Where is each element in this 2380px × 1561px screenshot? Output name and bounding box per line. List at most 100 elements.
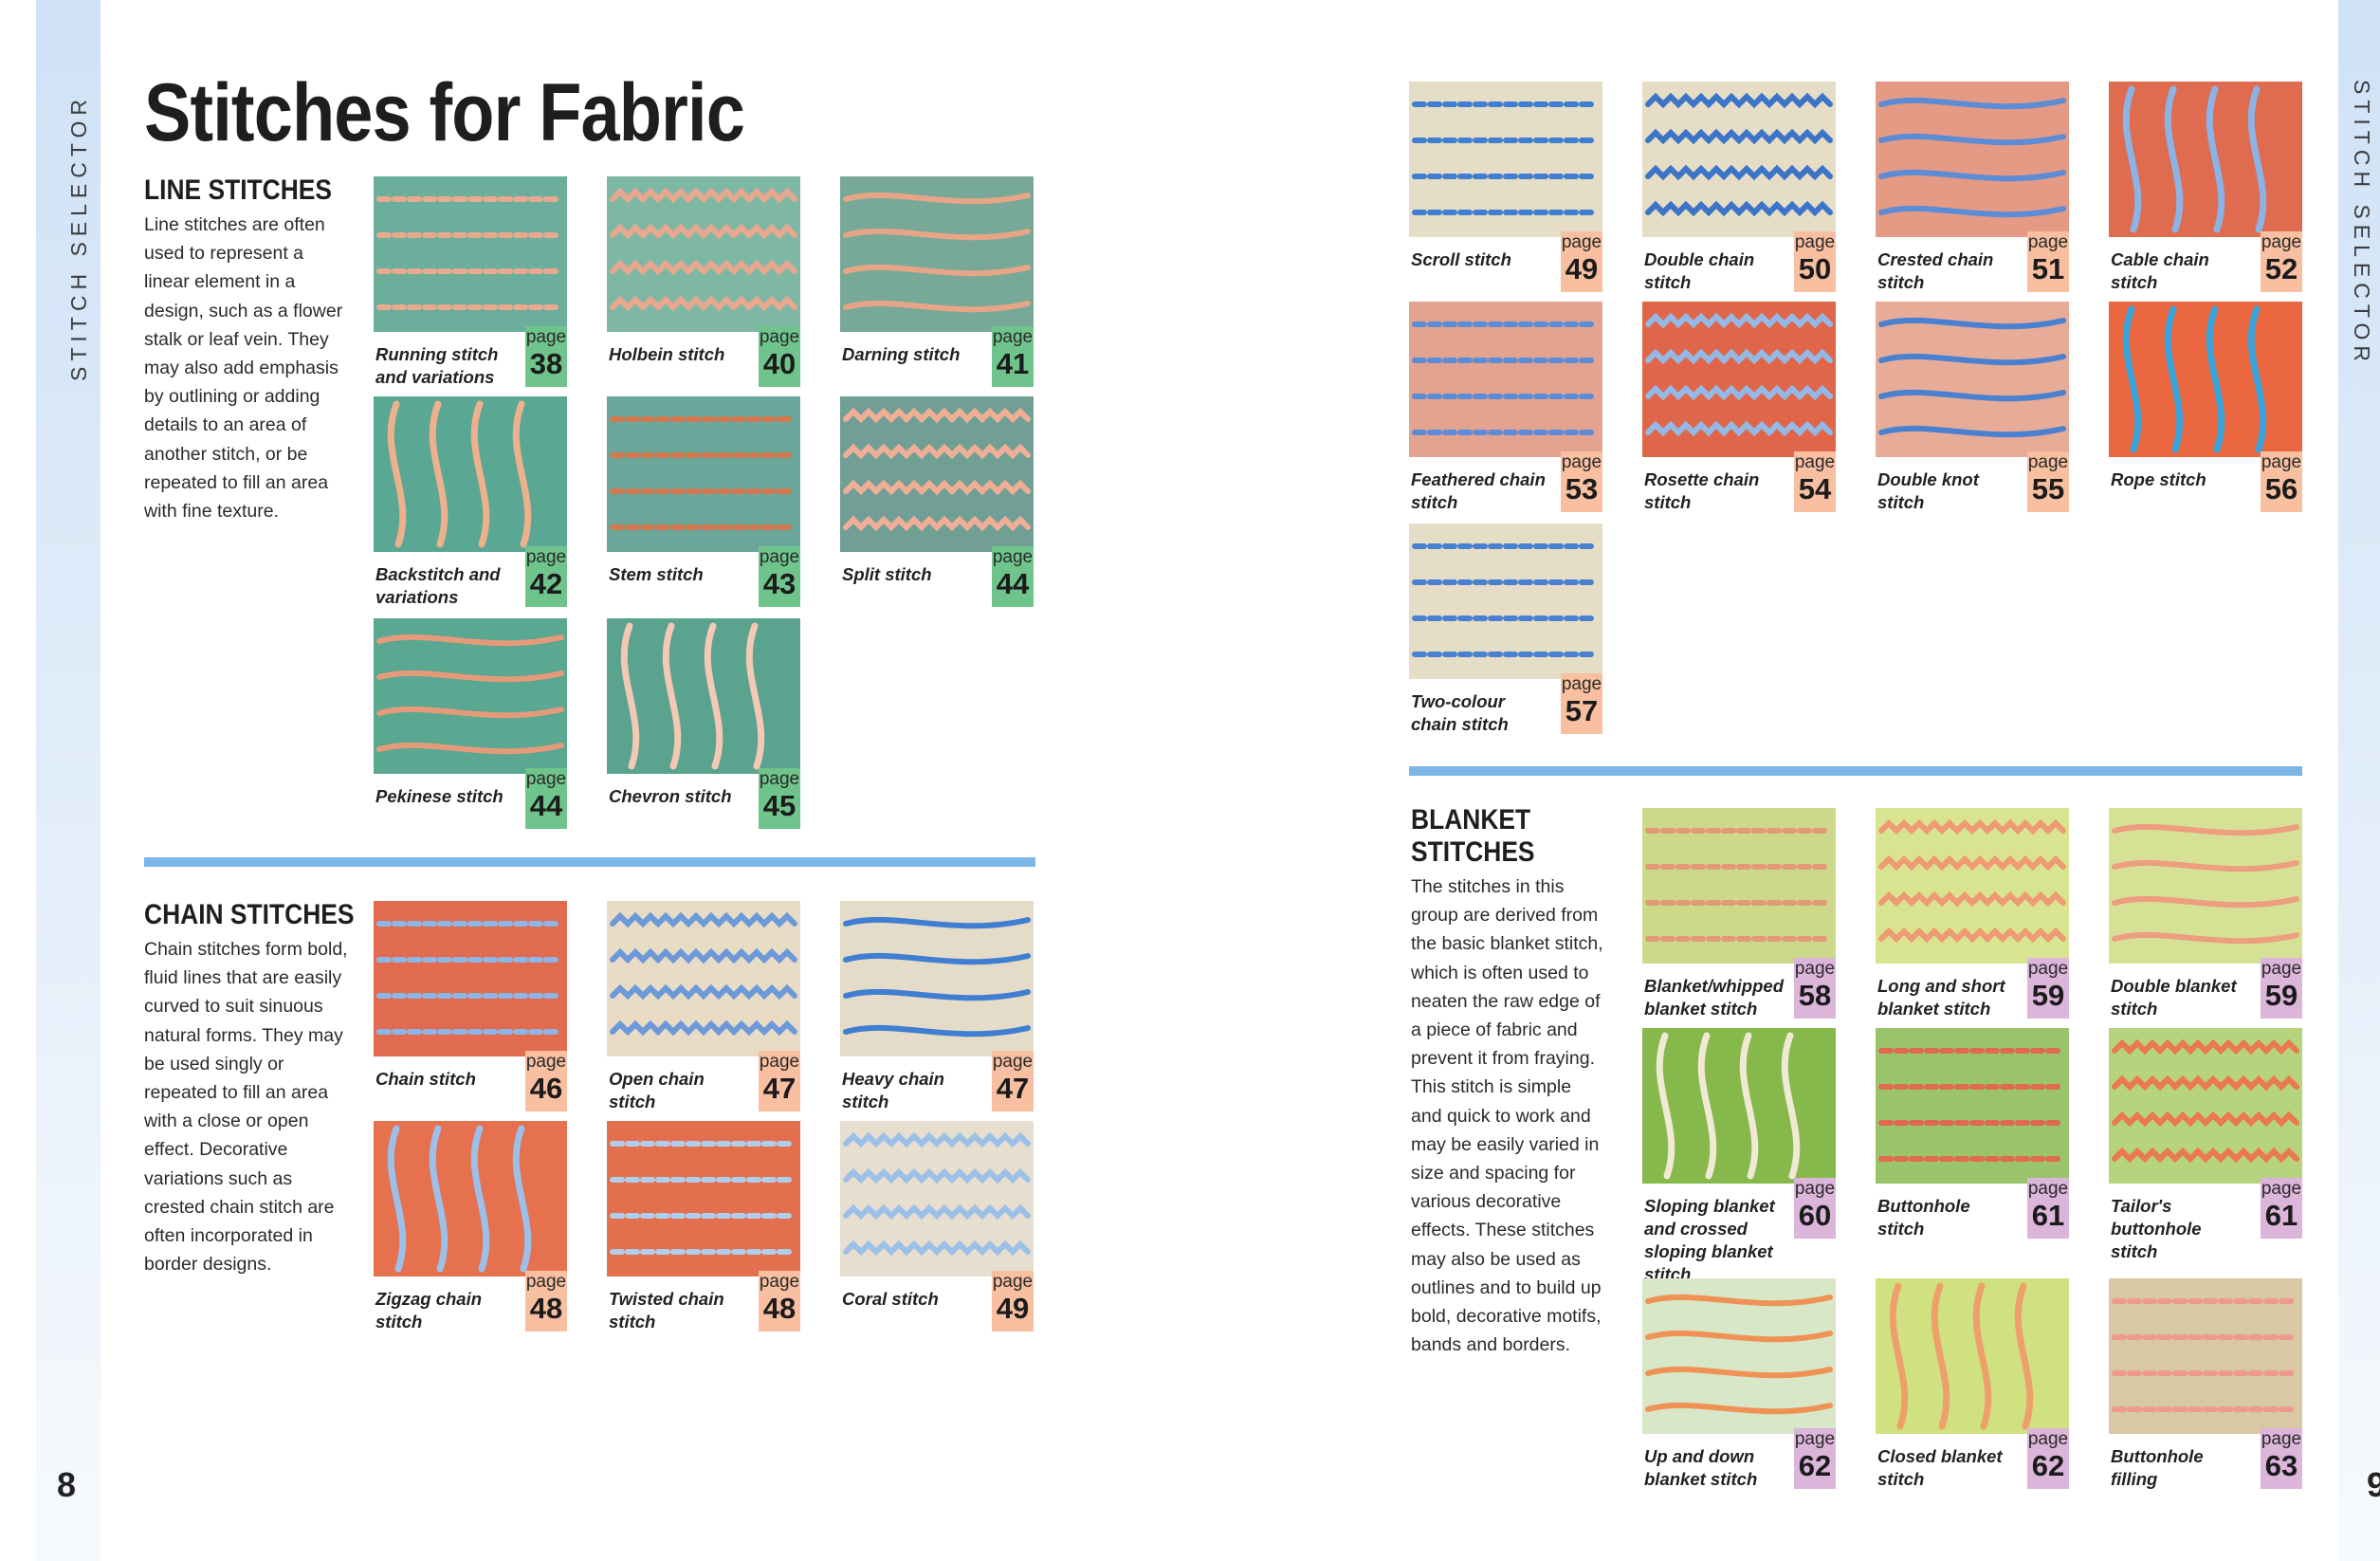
stitch-sample-image (607, 618, 800, 774)
page-title: Stitches for Fabric (144, 67, 745, 158)
page-reference-label: page (2261, 1429, 2302, 1449)
page-reference-label: page (992, 547, 1034, 567)
page-reference-label: page (1794, 1179, 1836, 1199)
stitch-name: Rosette chain stitch (1644, 469, 1760, 512)
thread-line (1739, 1032, 1759, 1180)
thread-line (1878, 818, 2066, 836)
page-reference-number: 54 (1798, 472, 1832, 505)
stitch-name: Coral stitch (842, 1289, 939, 1309)
page-reference-label: page (2027, 959, 2069, 979)
page-reference-number: 48 (762, 1292, 796, 1325)
page-reference-number: 47 (762, 1072, 796, 1105)
thread-line (1645, 1366, 1833, 1379)
thread-line (843, 1024, 1031, 1038)
stitch-name: Holbein stitch (609, 344, 725, 364)
stitch-sample-image (374, 901, 567, 1056)
page-reference-label: page (1794, 232, 1836, 252)
page-reference-number: 56 (2264, 472, 2298, 505)
stitch-sample-image (1642, 302, 1836, 457)
thread-line (1931, 1282, 1950, 1430)
thread-line (610, 223, 797, 240)
stitch-name: Up and down blanket stitch (1644, 1446, 1758, 1489)
page-number-right: 9 (2367, 1465, 2380, 1504)
page-reference-number: 42 (529, 567, 563, 600)
thread-line (2112, 1147, 2299, 1164)
thread-line (610, 187, 797, 204)
thread-line (2014, 1282, 2034, 1430)
stitch-sample-image (1642, 82, 1836, 237)
stitch-sample-image (2109, 1028, 2302, 1184)
stitch-sample-image (2109, 808, 2302, 964)
page-reference-number: 41 (996, 347, 1030, 380)
thread-line (620, 622, 640, 770)
stitch-name: Chevron stitch (609, 786, 732, 806)
thread-line (1878, 927, 2066, 944)
thread-line (1645, 1330, 1833, 1343)
page-margin-left (0, 0, 36, 1561)
page-reference-number: 63 (2264, 1449, 2298, 1482)
thread-line (2112, 1111, 2299, 1128)
stitch-sample-image (607, 396, 800, 552)
stitch-name: Rope stitch (2111, 469, 2206, 489)
stitch-sample-image (840, 901, 1034, 1056)
thread-line (2112, 1038, 2299, 1056)
right-side-band (2338, 0, 2380, 1561)
page-reference-label: page (2027, 452, 2069, 472)
blanket-stitches-heading-line2: STITCHES (1411, 836, 1535, 868)
page-reference-number: 43 (762, 567, 796, 600)
thread-line (1645, 348, 1833, 365)
chain-stitches-description: Chain stitches form bold, fluid lines th… (144, 939, 348, 1276)
stitch-name: Two-colour chain stitch (1411, 691, 1509, 734)
stitch-name: Stem stitch (609, 564, 704, 584)
thread-line (512, 400, 532, 548)
page-reference-label: page (992, 1272, 1034, 1292)
stitch-name: Darning stitch (842, 344, 961, 364)
thread-line (1645, 312, 1833, 329)
stitch-name: Cable chain stitch (2111, 249, 2209, 292)
page-reference-number: 53 (1565, 472, 1599, 505)
page-reference-label: page (759, 1052, 800, 1072)
thread-line (2122, 85, 2142, 233)
stitch-sample-image (1409, 302, 1602, 457)
thread-line (429, 1125, 449, 1273)
thread-line (843, 952, 1031, 965)
page-reference-number: 57 (1565, 694, 1599, 727)
page-reference-number: 49 (1565, 252, 1599, 285)
stitch-sample-image (1876, 82, 2069, 237)
thread-line (1878, 891, 2066, 908)
section-divider-right (1409, 766, 2302, 776)
thread-line (376, 634, 564, 647)
stitch-sample-image (1409, 523, 1602, 679)
stitch-name: Blanket/whipped blanket stitch (1644, 976, 1784, 1019)
stitch-sample-image (1876, 1278, 2069, 1434)
thread-line (843, 1240, 1031, 1257)
thread-line (2247, 85, 2267, 233)
thread-line (1878, 317, 2066, 330)
page-reference-label: page (1794, 1429, 1836, 1449)
thread-line (2112, 823, 2299, 836)
page-reference-number: 58 (1798, 979, 1832, 1012)
thread-line (745, 622, 765, 770)
page-reference-label: page (759, 1272, 800, 1292)
